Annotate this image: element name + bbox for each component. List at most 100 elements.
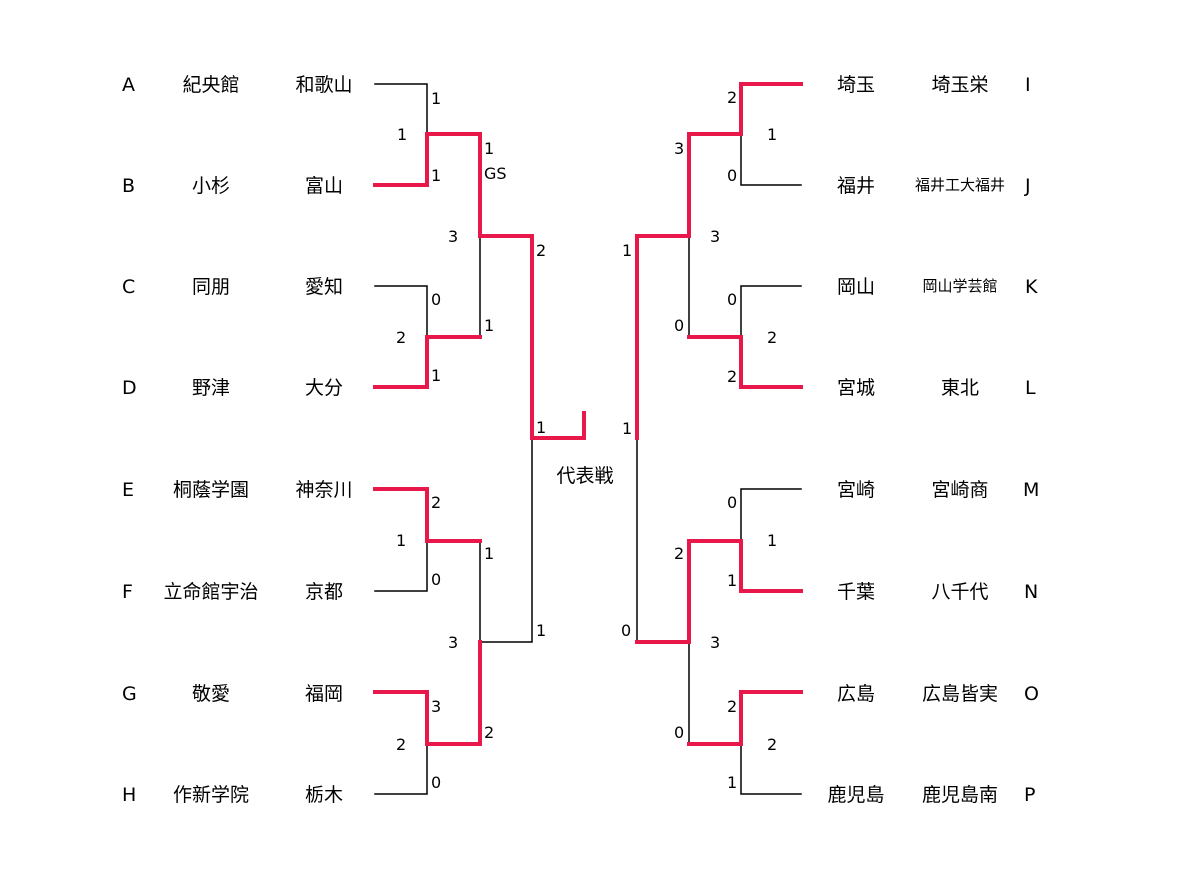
team-prefecture: 宮城 (837, 377, 875, 399)
score: 1 (767, 531, 777, 550)
team-school: 野津 (192, 377, 230, 399)
team-prefecture: 福岡 (305, 683, 343, 705)
team-school: 東北 (941, 377, 979, 399)
team-letter: E (122, 479, 134, 501)
bracket-line (740, 743, 802, 795)
left-team-labels: A 紀央館 和歌山 B 小杉 富山 C 同朋 愛知 D 野津 大分 E 桐蔭学園… (122, 74, 353, 806)
score: 0 (431, 570, 441, 589)
winner-path (373, 487, 482, 543)
team-letter: N (1024, 581, 1038, 603)
representative-match-label: 代表戦 (556, 465, 613, 487)
team-school: 作新学院 (173, 784, 249, 806)
score: 1 (536, 621, 546, 640)
team-school: 埼玉栄 (931, 74, 988, 96)
team-school: 同朋 (192, 276, 230, 298)
right-scores: 2 0 1 0 2 2 0 1 1 2 1 2 3 0 3 2 0 3 1 0 … (621, 88, 777, 792)
team-prefecture: 岡山 (837, 276, 875, 298)
team-letter: A (122, 74, 135, 96)
score: 2 (727, 367, 737, 386)
team-letter: G (122, 683, 137, 705)
score: 1 (536, 418, 546, 437)
team-prefecture: 福井 (837, 175, 875, 197)
score: 1 (396, 531, 406, 550)
score: 2 (536, 241, 546, 260)
score: 0 (431, 290, 441, 309)
left-winner-paths (373, 132, 586, 746)
team-school: 八千代 (931, 581, 988, 603)
score: 1 (622, 419, 632, 438)
team-prefecture: 埼玉 (837, 74, 875, 96)
score: 0 (727, 493, 737, 512)
team-prefecture: 広島 (837, 683, 875, 705)
score: 2 (727, 697, 737, 716)
score: 1 (431, 89, 441, 108)
team-school: 小杉 (192, 175, 230, 197)
score: 1 (727, 773, 737, 792)
score: 0 (674, 723, 684, 742)
bracket-line (740, 488, 802, 542)
team-letter: C (122, 276, 135, 298)
left-bracket-lines (374, 83, 533, 795)
bracket-line (479, 437, 533, 643)
team-prefecture: 宮崎 (837, 479, 875, 501)
score: 1 (431, 166, 441, 185)
score: 3 (674, 139, 684, 158)
team-prefecture: 富山 (305, 175, 343, 197)
score: 1 (484, 139, 494, 158)
team-school: 宮崎商 (931, 479, 988, 501)
score: 1 (727, 571, 737, 590)
team-school: 立命館宇治 (163, 581, 258, 603)
score: 1 (397, 125, 407, 144)
score: 2 (767, 735, 777, 754)
team-school: 桐蔭学園 (173, 479, 249, 501)
team-prefecture: 栃木 (305, 784, 343, 806)
score: 0 (431, 773, 441, 792)
team-school: 敬愛 (192, 683, 230, 705)
bracket-line (740, 285, 802, 338)
winner-path (687, 335, 803, 389)
score: 2 (484, 723, 494, 742)
team-letter: M (1023, 479, 1039, 501)
score: 3 (710, 227, 720, 246)
team-letter: J (1024, 175, 1031, 197)
team-school: 広島皆実 (922, 683, 998, 705)
score: 1 (767, 125, 777, 144)
team-prefecture: 愛知 (305, 276, 343, 298)
score: 2 (396, 328, 406, 347)
golden-score-note: GS (484, 164, 507, 183)
team-letter: O (1024, 683, 1039, 705)
winner-path (687, 690, 803, 746)
right-bracket-lines (636, 133, 802, 795)
team-prefecture: 和歌山 (295, 74, 352, 96)
team-prefecture: 千葉 (837, 581, 875, 603)
score: 1 (622, 241, 632, 260)
score: 0 (621, 621, 631, 640)
score: 0 (727, 290, 737, 309)
score: 2 (431, 493, 441, 512)
team-prefecture: 大分 (305, 377, 343, 399)
right-team-labels: 埼玉 埼玉栄 I 福井 福井工大福井 J 岡山 岡山学芸館 K 宮城 東北 L … (827, 74, 1039, 806)
bracket-line (374, 83, 428, 135)
team-school: 鹿児島南 (922, 784, 998, 806)
team-letter: H (122, 784, 136, 806)
team-letter: P (1024, 784, 1035, 806)
team-prefecture: 神奈川 (295, 479, 352, 501)
score: 1 (484, 316, 494, 335)
team-school: 紀央館 (182, 74, 239, 96)
score: 3 (448, 633, 458, 652)
winner-path (373, 132, 586, 440)
score: 2 (674, 544, 684, 563)
score: 1 (484, 544, 494, 563)
bracket-line (374, 743, 428, 795)
team-letter: F (122, 581, 133, 603)
team-letter: I (1025, 74, 1031, 96)
team-letter: K (1025, 276, 1038, 298)
team-letter: L (1025, 377, 1036, 399)
score: 3 (431, 697, 441, 716)
team-letter: B (122, 175, 135, 197)
bracket-line (374, 285, 428, 338)
bracket-line (740, 133, 802, 186)
score: 0 (674, 316, 684, 335)
score: 1 (431, 366, 441, 385)
team-prefecture: 京都 (305, 581, 343, 603)
